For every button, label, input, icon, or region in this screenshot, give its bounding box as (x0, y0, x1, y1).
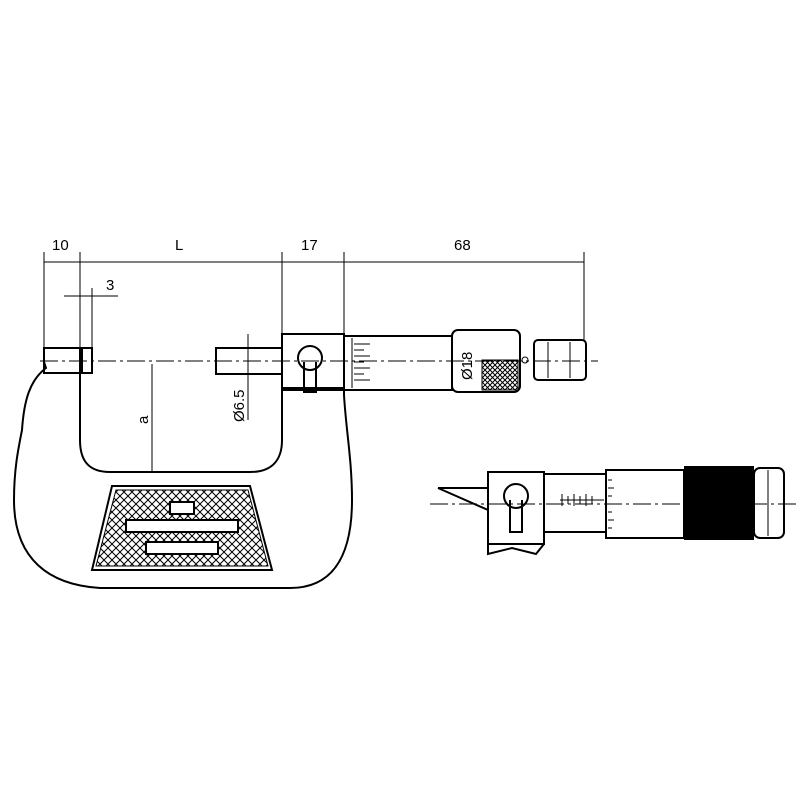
barrel-graduations (351, 338, 370, 388)
detail-mount (487, 543, 545, 556)
grip-slot-middle (125, 519, 239, 533)
detail-spindle-cut (437, 487, 489, 511)
sleeve-block (281, 333, 345, 391)
grip-slot-top (169, 501, 195, 515)
ratchet (533, 339, 587, 381)
frame (12, 347, 354, 589)
dimension-lines (43, 252, 585, 472)
dimension-thimble-length: 68 (454, 237, 471, 254)
grip-slot-bottom (145, 541, 219, 555)
dimension-anvil-face: 3 (106, 277, 114, 294)
dimension-thimble-diameter: Ø18 (459, 352, 476, 380)
dimension-frame-offset: 10 (52, 237, 69, 254)
detail-lock-lever (503, 483, 529, 533)
thimble-knurl (481, 359, 519, 391)
dimension-span: L (175, 237, 183, 254)
dimension-sleeve: 17 (301, 237, 318, 254)
detail-grip (684, 466, 754, 540)
detail-barrel (543, 473, 607, 533)
lock-lever (297, 345, 323, 393)
ratchet-pin (521, 356, 529, 364)
grip-plate (90, 485, 274, 571)
dimension-throat-depth: a (135, 415, 152, 424)
main-view (12, 252, 598, 589)
dimension-spindle-diameter: Ø6.5 (231, 389, 248, 422)
detail-view (430, 466, 796, 556)
detail-ratchet (753, 467, 785, 539)
